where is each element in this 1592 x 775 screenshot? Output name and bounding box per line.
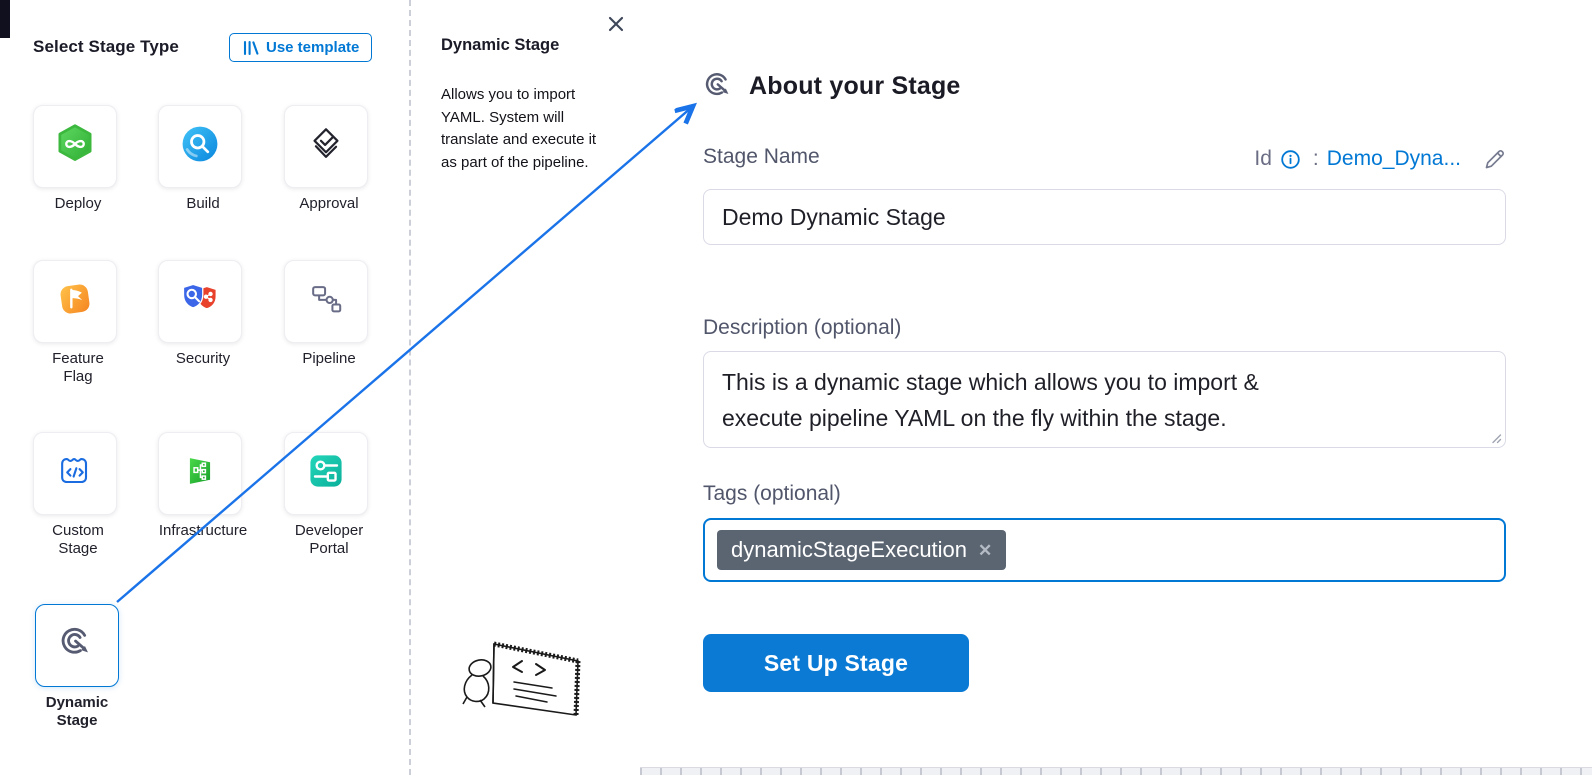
close-icon [606, 14, 626, 39]
stage-label-pipeline: Pipeline [302, 350, 356, 367]
approval-icon [304, 122, 348, 171]
tags-input[interactable]: dynamicStageExecution ✕ [703, 518, 1506, 582]
stage-card-build[interactable] [158, 105, 242, 188]
canvas-grid-strip [640, 767, 1592, 775]
help-panel-title: Dynamic Stage [441, 36, 560, 54]
info-icon[interactable] [1280, 149, 1301, 170]
stage-card-approval[interactable] [284, 105, 368, 188]
dynamic-stage-icon [701, 68, 737, 104]
stage-card-security[interactable] [158, 260, 242, 343]
tag-chip: dynamicStageExecution ✕ [717, 530, 1007, 570]
stage-label-custom-stage: Custom Stage [52, 522, 104, 557]
security-icon [178, 277, 222, 326]
stage-label-approval: Approval [299, 195, 359, 212]
tag-remove-icon[interactable]: ✕ [978, 540, 993, 560]
use-template-button[interactable]: Use template [229, 33, 373, 62]
stage-card-deploy[interactable] [33, 105, 117, 188]
stage-card-developer-portal[interactable] [284, 432, 368, 515]
stage-label-feature-flag: Feature Flag [52, 350, 104, 385]
developer-portal-icon [304, 449, 348, 498]
close-button[interactable] [604, 14, 628, 38]
help-panel-description: Allows you to import YAML. System will t… [441, 86, 597, 171]
build-icon [178, 122, 222, 171]
nav-edge-block [0, 0, 10, 38]
about-heading-text: About your Stage [749, 71, 961, 100]
stage-label-dynamic-stage: Dynamic Stage [45, 694, 109, 729]
stage-name-label: Stage Name [703, 145, 820, 168]
template-library-icon [242, 40, 259, 56]
panel-divider [409, 0, 411, 775]
set-up-stage-button[interactable]: Set Up Stage [703, 634, 969, 692]
pipeline-icon [304, 277, 348, 326]
stage-id-row: Id : Demo_Dyna... [1254, 147, 1506, 171]
stage-id-value[interactable]: Demo_Dyna... [1326, 147, 1461, 170]
stage-card-pipeline[interactable] [284, 260, 368, 343]
id-separator: : [1312, 147, 1319, 170]
stage-card-custom-stage[interactable] [33, 432, 117, 515]
deploy-icon [53, 122, 97, 171]
feature-flag-icon [53, 277, 97, 326]
whiteboard-illustration [450, 620, 585, 730]
stage-label-deploy: Deploy [54, 195, 102, 212]
stage-name-input[interactable] [703, 189, 1506, 245]
stage-card-feature-flag[interactable] [33, 260, 117, 343]
use-template-label: Use template [266, 39, 360, 56]
stage-label-developer-portal: Developer Portal [294, 522, 364, 557]
custom-stage-icon [53, 449, 97, 498]
stage-label-infrastructure: Infrastructure [158, 522, 248, 539]
stage-label-build: Build [186, 195, 220, 212]
description-label: Description (optional) [703, 316, 902, 339]
id-label: Id [1254, 147, 1272, 170]
stage-card-infrastructure[interactable] [158, 432, 242, 515]
stage-card-dynamic-stage[interactable] [35, 604, 119, 687]
select-stage-type-title: Select Stage Type [33, 37, 179, 56]
tags-label: Tags (optional) [703, 482, 841, 505]
tag-chip-label: dynamicStageExecution [731, 537, 968, 562]
stage-label-security: Security [175, 350, 231, 367]
infrastructure-icon [178, 449, 222, 498]
edit-pencil-icon[interactable] [1483, 148, 1506, 171]
about-your-stage-heading: About your Stage [701, 68, 961, 104]
description-textarea[interactable]: This is a dynamic stage which allows you… [703, 351, 1506, 448]
dynamic-stage-icon [56, 622, 98, 669]
